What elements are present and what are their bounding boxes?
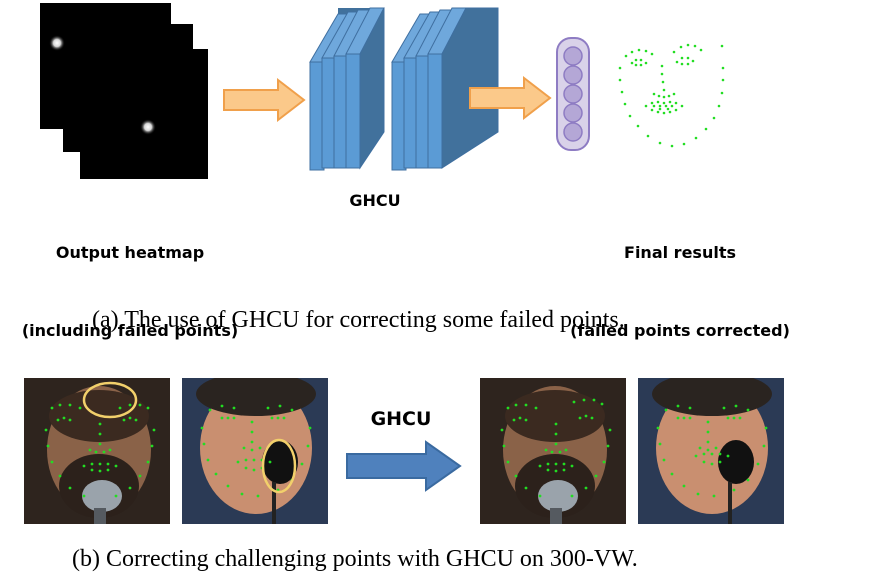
face-photo-after-2-content (638, 378, 784, 524)
neuron-4 (563, 103, 583, 123)
ghcu-label: GHCU (349, 191, 401, 210)
face-photo-before-2 (182, 378, 328, 524)
failure-highlight-2 (261, 438, 297, 494)
failure-highlight-1 (82, 381, 138, 419)
heatmap-peak-1 (49, 35, 65, 51)
face-photo-before-1 (24, 378, 170, 524)
ghcu-layer-group-1 (309, 7, 385, 171)
neuron-1 (563, 46, 583, 66)
flow-arrow-1 (223, 78, 306, 122)
face-photo-after-1-content (480, 378, 626, 524)
output-neuron-column (556, 37, 590, 151)
heatmap-label: Output heatmap (including failed points) (10, 188, 250, 396)
ghcu-arrow-label: GHCU (370, 408, 432, 430)
face-photo-before-1-content (24, 378, 170, 524)
results-label: Final results (failed points corrected) (560, 188, 800, 396)
heatmap-spots (49, 35, 156, 135)
results-label-line1: Final results (624, 243, 736, 262)
heatmap-label-line1: Output heatmap (55, 243, 205, 262)
face-landmarks-result (618, 43, 725, 148)
caption-a: (a) The use of GHCU for correcting some … (92, 307, 625, 333)
caption-b: (b) Correcting challenging points with G… (72, 546, 638, 572)
face-photo-before-2-content (182, 378, 328, 524)
neuron-5 (563, 122, 583, 142)
ghcu-transform-arrow (346, 440, 462, 492)
flow-arrow-2 (469, 76, 552, 120)
neuron-2 (563, 65, 583, 85)
heatmap-front (80, 49, 208, 179)
heatmap-peak-2 (140, 119, 156, 135)
face-photo-after-1 (480, 378, 626, 524)
neuron-3 (563, 84, 583, 104)
results-label-line2: (failed points corrected) (570, 321, 790, 340)
face-photo-after-2 (638, 378, 784, 524)
heatmap-label-line2: (including failed points) (21, 321, 239, 340)
